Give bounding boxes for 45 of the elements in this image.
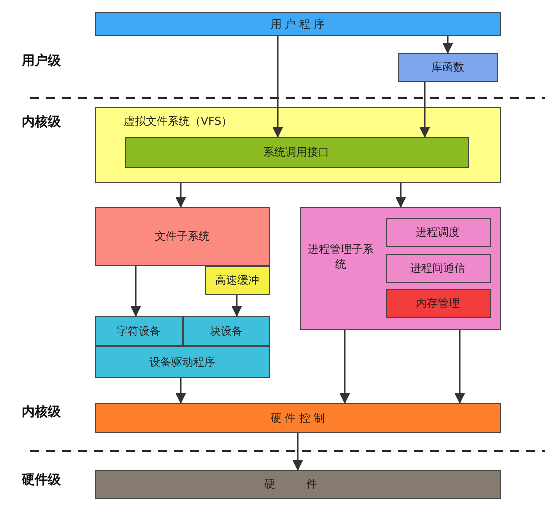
process-box <box>95 346 270 378</box>
level-label: 内核级 <box>22 404 61 421</box>
arrow <box>272 36 284 138</box>
container-box <box>95 107 501 183</box>
process-box <box>124 136 468 168</box>
node-label: 高速缓冲 <box>216 273 260 288</box>
arrow <box>130 266 142 318</box>
arrow <box>442 36 454 54</box>
node-label: 字符设备 <box>117 324 161 338</box>
arrow <box>396 183 406 208</box>
node-label: 硬 件 <box>264 477 332 492</box>
process-box <box>95 403 501 433</box>
process-box <box>386 218 490 246</box>
node-label: 内存管理 <box>416 296 460 310</box>
node-label: 硬 件 控 制 <box>270 410 326 426</box>
process-box <box>95 470 501 499</box>
arrow <box>176 183 186 208</box>
arrow <box>420 82 430 138</box>
arrow <box>176 378 186 404</box>
node-label: 用 户 程 序 <box>270 16 326 32</box>
node-label: 设备驱动程序 <box>150 354 216 370</box>
level-label: 用户级 <box>22 52 61 70</box>
level-label: 硬件级 <box>22 472 61 489</box>
process-box <box>205 266 270 295</box>
arrow <box>292 433 304 472</box>
container-box <box>300 207 501 330</box>
process-box <box>95 12 501 36</box>
node-label: 文件子系统 <box>155 229 210 244</box>
node-label: 块设备 <box>210 324 243 338</box>
arrow <box>454 330 466 404</box>
node-label: 系统调用接口 <box>264 144 330 160</box>
arrow <box>340 330 350 404</box>
node-label: 进程间通信 <box>410 260 466 276</box>
process-box <box>95 316 183 346</box>
process-box <box>386 288 490 318</box>
node-label: 进程调度 <box>416 224 460 240</box>
node-label: 进程管理子系统 <box>307 242 375 272</box>
process-box <box>386 254 490 282</box>
node-label: 虚拟文件系统（VFS） <box>124 114 233 129</box>
process-box <box>95 207 270 266</box>
level-label: 内核级 <box>22 114 61 131</box>
process-box <box>183 316 270 346</box>
process-box <box>398 53 498 82</box>
arrow <box>232 295 242 318</box>
node-label: 库函数 <box>432 60 464 75</box>
